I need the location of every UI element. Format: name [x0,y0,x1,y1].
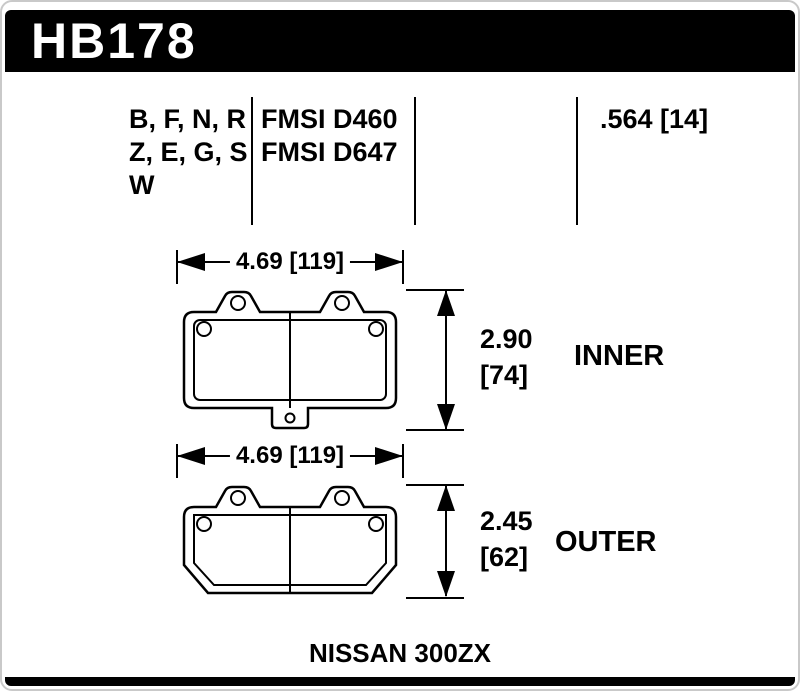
outer-pad-drawing [182,485,398,595]
outer-width-value: 4.69 [119] [229,443,351,469]
outer-height-value: 2.45 [480,506,533,536]
footer-bar [5,677,795,686]
vehicle-application: NISSAN 300ZX [308,638,492,668]
compounds-line-1: B, F, N, R [129,104,247,134]
outer-width-dimension: 4.69 [119] [174,442,406,480]
inner-pad-label: INNER [574,340,665,372]
outer-height-witness-bottom [406,597,464,599]
fmsi-line-1: FMSI D460 [261,104,398,134]
spec-divider-2 [414,97,416,225]
outer-height-arrow [437,485,455,597]
spec-divider-1 [251,97,253,225]
spec-divider-3 [576,97,578,225]
outer-height-mm: [62] [480,542,529,572]
pad-thickness: .564 [14] [600,104,709,134]
inner-height-mm: [74] [480,360,529,390]
part-number: HB178 [31,13,197,69]
fmsi-line-2: FMSI D647 [261,137,398,167]
inner-pad-drawing [182,290,398,430]
compounds-line-3: W [129,170,155,200]
inner-height-arrow [437,290,455,430]
header-bar: HB178 [5,10,795,72]
inner-width-value: 4.69 [119] [229,249,351,275]
inner-width-dimension: 4.69 [119] [174,248,406,286]
outer-height-witness-top [406,484,464,486]
inner-height-witness-bottom [406,429,464,431]
inner-height-value: 2.90 [480,324,533,354]
outer-pad-label: OUTER [555,526,657,558]
inner-height-witness-top [406,289,464,291]
compounds-line-2: Z, E, G, S [129,137,248,167]
